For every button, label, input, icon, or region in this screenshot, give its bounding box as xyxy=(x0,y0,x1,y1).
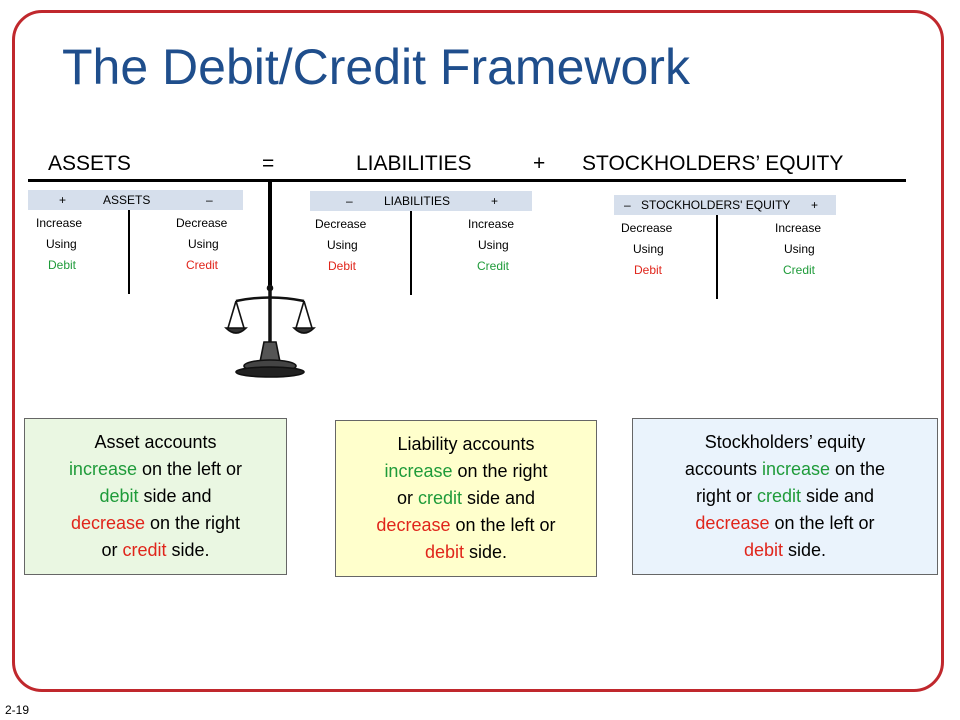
debit-word: debit xyxy=(424,542,464,562)
equity-left-line-2: Using xyxy=(633,242,664,256)
page-number: 2-19 xyxy=(5,703,30,717)
equity-explanation-box: Stockholders’ equity accounts increase o… xyxy=(632,418,938,575)
equity-left-line-3: Debit xyxy=(634,263,663,277)
box-text: on the right xyxy=(452,461,548,481)
decrease-word: decrease xyxy=(695,513,770,533)
credit-word: credit xyxy=(756,486,801,506)
t-account-divider xyxy=(410,211,412,295)
assets-explanation-box: Asset accounts increase on the left or d… xyxy=(24,418,287,575)
assets-right-sign: – xyxy=(206,193,213,207)
box-text: side and xyxy=(461,488,536,508)
box-text: Asset accounts xyxy=(94,432,217,452)
liabilities-left-sign: – xyxy=(346,194,353,208)
equity-header-label: STOCKHOLDERS' EQUITY xyxy=(641,198,791,212)
liabilities-right-column: Increase Using Credit xyxy=(468,214,514,277)
assets-left-line-3: Debit xyxy=(48,258,77,272)
liabilities-right-line-2: Using xyxy=(478,238,509,252)
box-text: side and xyxy=(138,486,212,506)
box-text: on the right xyxy=(145,513,241,533)
t-account-assets: + ASSETS – Increase Using Debit Decrease… xyxy=(28,190,243,310)
box-text: side. xyxy=(783,540,827,560)
t-account-equity-header: – STOCKHOLDERS' EQUITY + xyxy=(614,195,836,215)
assets-right-line-2: Using xyxy=(188,237,219,251)
box-text: on the left or xyxy=(450,515,556,535)
debit-word: debit xyxy=(743,540,783,560)
box-text: right or xyxy=(695,486,757,506)
box-text: side. xyxy=(464,542,508,562)
equation-assets: ASSETS xyxy=(48,152,131,175)
assets-header-label: ASSETS xyxy=(103,193,151,207)
box-text: or xyxy=(101,540,123,560)
box-text: Stockholders’ equity xyxy=(704,432,866,452)
t-account-divider xyxy=(716,215,718,299)
liabilities-left-line-2: Using xyxy=(327,238,358,252)
box-text: on the xyxy=(830,459,886,479)
increase-word: increase xyxy=(761,459,831,479)
equity-left-sign: – xyxy=(624,198,631,212)
assets-left-line-2: Using xyxy=(46,237,77,251)
equity-right-column: Increase Using Credit xyxy=(775,218,821,281)
box-text: on the left or xyxy=(769,513,875,533)
credit-word: credit xyxy=(417,488,462,508)
increase-word: increase xyxy=(384,461,453,481)
t-account-equity: – STOCKHOLDERS' EQUITY + Decrease Using … xyxy=(614,195,836,315)
equity-right-line-3: Credit xyxy=(783,263,816,277)
equity-left-column: Decrease Using Debit xyxy=(621,218,672,281)
assets-left-sign: + xyxy=(59,193,67,207)
increase-word: increase xyxy=(68,459,137,479)
decrease-word: decrease xyxy=(70,513,145,533)
credit-word: credit xyxy=(122,540,167,560)
liabilities-right-line-1: Increase xyxy=(468,217,515,231)
box-text: or xyxy=(396,488,418,508)
assets-left-line-1: Increase xyxy=(36,216,83,230)
equation-liabilities: LIABILITIES xyxy=(356,152,472,175)
debit-word: debit xyxy=(99,486,139,506)
equation-underline xyxy=(28,179,906,182)
slide-frame xyxy=(12,10,944,692)
slide-title: The Debit/Credit Framework xyxy=(62,39,690,95)
decrease-word: decrease xyxy=(376,515,451,535)
equity-left-line-1: Decrease xyxy=(621,221,673,235)
box-text: on the left or xyxy=(136,459,243,479)
assets-right-line-3: Credit xyxy=(186,258,219,272)
box-text: side. xyxy=(166,540,210,560)
assets-right-line-1: Decrease xyxy=(176,216,228,230)
balance-scale-icon xyxy=(224,284,316,378)
box-text: Liability accounts xyxy=(397,434,535,454)
box-text: side and xyxy=(800,486,875,506)
t-account-assets-header: + ASSETS – xyxy=(28,190,243,210)
equation-plus: + xyxy=(533,152,546,175)
equity-right-line-2: Using xyxy=(784,242,815,256)
t-account-divider xyxy=(128,210,130,294)
liabilities-header-label: LIABILITIES xyxy=(384,194,451,208)
assets-left-column: Increase Using Debit xyxy=(36,213,82,276)
equity-right-sign: + xyxy=(811,198,819,212)
liabilities-explanation-box: Liability accounts increase on the right… xyxy=(335,420,597,577)
t-account-liabilities-header: – LIABILITIES + xyxy=(310,191,532,211)
box-text: accounts xyxy=(684,459,762,479)
liabilities-left-line-3: Debit xyxy=(328,259,357,273)
scale-post xyxy=(268,181,272,286)
equity-right-line-1: Increase xyxy=(775,221,822,235)
liabilities-left-column: Decrease Using Debit xyxy=(315,214,366,277)
liabilities-right-sign: + xyxy=(491,194,499,208)
assets-right-column: Decrease Using Credit xyxy=(176,213,227,276)
liabilities-right-line-3: Credit xyxy=(477,259,510,273)
t-account-liabilities: – LIABILITIES + Decrease Using Debit Inc… xyxy=(310,191,532,311)
liabilities-left-line-1: Decrease xyxy=(315,217,367,231)
equation-equity: STOCKHOLDERS’ EQUITY xyxy=(582,152,844,175)
equation-equals: = xyxy=(262,152,275,175)
